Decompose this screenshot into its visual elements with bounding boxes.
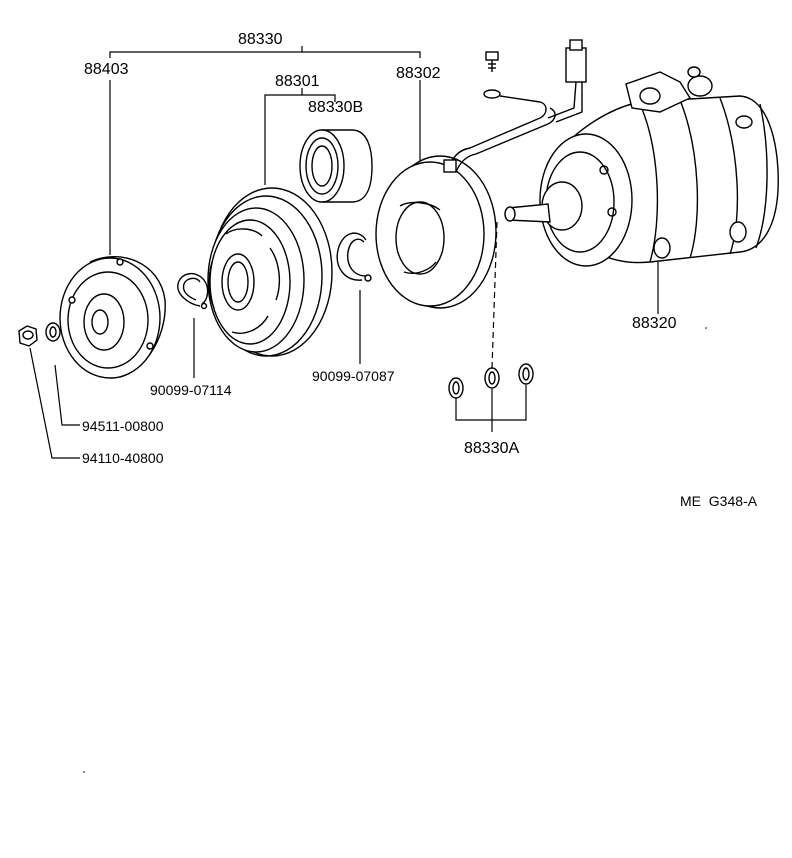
shims-88330A (448, 363, 534, 399)
label-88403: 88403 (84, 61, 129, 78)
washer-94511-00800 (45, 322, 61, 342)
label-88330A: 88330A (464, 440, 519, 457)
label-94511-00800: 94511-00800 (82, 418, 164, 434)
snap-ring-90099-07087 (336, 232, 372, 282)
label-88320: 88320 (632, 315, 677, 332)
label-90099-07087: 90099-07087 (312, 368, 395, 384)
nut-94110-40800 (18, 325, 38, 347)
reference-code: ME G348-A (680, 493, 758, 509)
label-88330: 88330 (238, 31, 283, 48)
pulley-88301 (207, 187, 333, 357)
pressure-plate-88403 (59, 256, 166, 379)
bearing-88330B (299, 129, 373, 203)
label-88302: 88302 (396, 65, 441, 82)
compressor-88320 (504, 66, 779, 267)
label-94110-40800: 94110-40800 (82, 450, 164, 466)
stray-mark (83, 771, 85, 773)
field-coil-88302 (375, 39, 587, 309)
snap-ring-90099-07114 (177, 273, 209, 310)
stray-mark (705, 327, 707, 329)
screw (485, 51, 499, 72)
label-90099-07114: 90099-07114 (150, 382, 232, 398)
label-88330B: 88330B (308, 99, 363, 116)
label-88301: 88301 (275, 73, 320, 90)
leader-lines (29, 46, 659, 459)
